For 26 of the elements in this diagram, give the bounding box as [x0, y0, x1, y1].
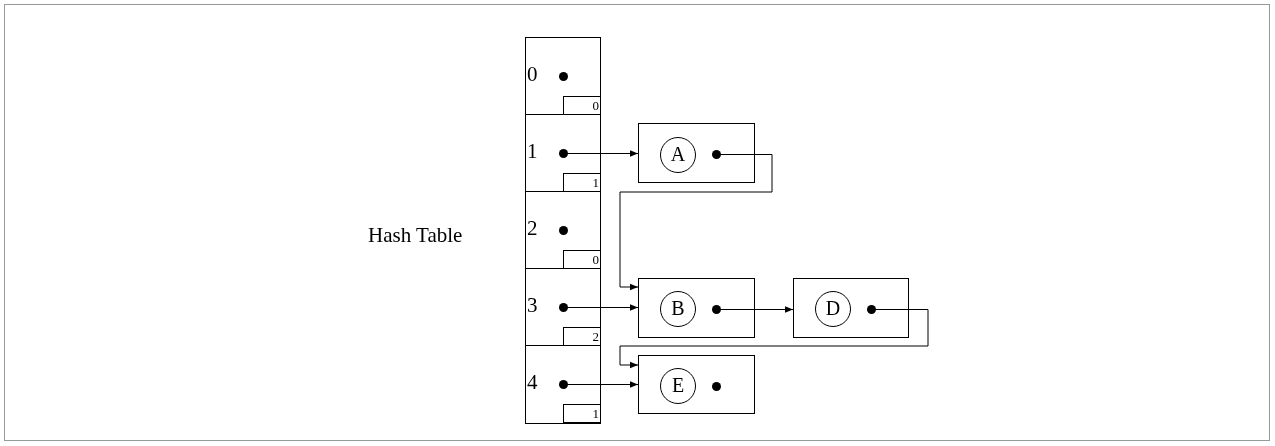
slot-index: 1: [527, 139, 538, 163]
slot-index: 3: [527, 293, 538, 317]
list-node-box: [638, 278, 755, 338]
pointer-arrow: [619, 309, 929, 369]
table-slot: [525, 114, 601, 192]
key-circle: A: [660, 137, 696, 173]
table-slot: [525, 37, 601, 115]
pointer-arrow: [600, 381, 639, 388]
slot-index: 0: [527, 62, 538, 86]
table-slot: [525, 345, 601, 424]
key-circle: D: [815, 291, 851, 327]
list-node-box: [793, 278, 909, 338]
table-label: Hash Table: [368, 222, 463, 248]
table-slot: [525, 191, 601, 269]
key-circle: B: [660, 291, 696, 327]
count-box: 1: [563, 404, 601, 423]
pointer-arrow: [754, 306, 794, 313]
list-node-box: [638, 123, 755, 183]
pointer-arrow: [600, 304, 639, 311]
pointer-arrow: [600, 150, 639, 157]
slot-index: 2: [527, 216, 538, 240]
key-circle: E: [660, 368, 696, 404]
table-slot: [525, 268, 601, 346]
pointer-arrow: [619, 154, 773, 291]
slot-index: 4: [527, 370, 538, 394]
list-node-box: [638, 355, 755, 414]
